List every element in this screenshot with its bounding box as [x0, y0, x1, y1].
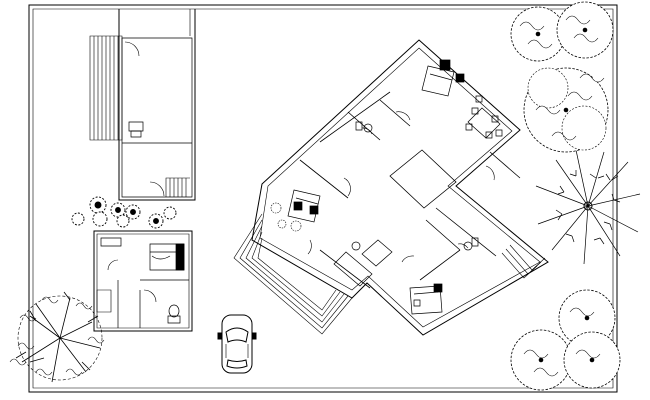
sofa-set: [334, 240, 392, 286]
outbuilding-stair-block: [90, 9, 195, 200]
interior-walls: [300, 92, 520, 288]
outbuilding-bed-bath: [94, 231, 192, 331]
entrance-steps: [234, 214, 352, 334]
tree-bottom-left: [10, 292, 104, 382]
bed-icon: [422, 60, 464, 96]
plot-boundary: [29, 5, 617, 392]
palm-tree: [536, 150, 640, 264]
rotated-main-residence: [234, 40, 548, 335]
wash-basin-icon: [129, 122, 143, 137]
exterior-stair: [90, 36, 122, 140]
planter-icon: [271, 203, 301, 231]
shower: [97, 290, 111, 312]
desk: [101, 238, 121, 246]
door-swings: [308, 112, 494, 262]
back-steps: [502, 245, 545, 278]
shrub-cluster: [72, 197, 176, 228]
toilet-icon: [356, 122, 478, 250]
tree-canopy-right: [524, 68, 608, 152]
tree-canopy-bottom-right: [511, 290, 620, 390]
tree-canopy-top-right: [511, 2, 613, 61]
bed-icon: [410, 284, 442, 314]
toilet-icon: [168, 305, 180, 323]
bed-icon: [150, 244, 184, 270]
door-swing: [150, 182, 164, 196]
bed-icon: [288, 190, 320, 222]
car: [218, 315, 256, 373]
door-swing: [125, 42, 139, 56]
living-rug: [390, 150, 456, 208]
dining-table: [466, 96, 502, 138]
inner-stair: [166, 178, 190, 197]
